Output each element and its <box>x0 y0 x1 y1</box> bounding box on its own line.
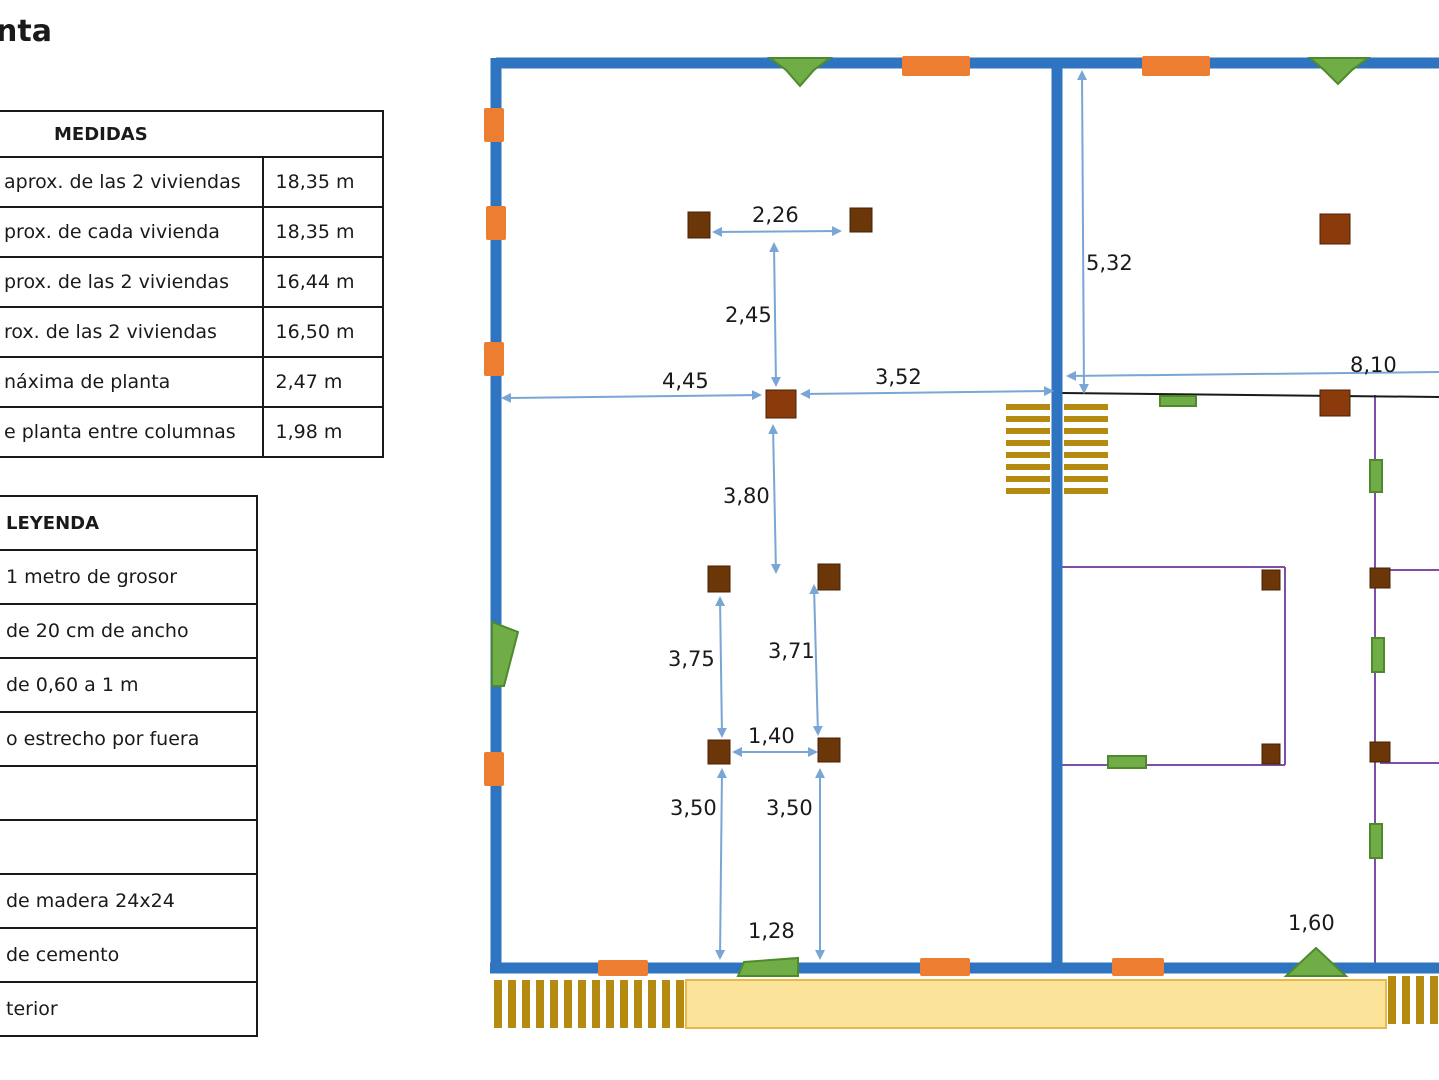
medida-value: 16,50 m <box>261 306 385 358</box>
main-walls <box>490 57 1439 974</box>
leyenda-item: de 0,60 a 1 m <box>0 657 258 713</box>
internal-stairs <box>1006 404 1108 494</box>
medida-label: náxima de planta <box>0 356 264 408</box>
leyenda-item <box>0 819 258 875</box>
medida-value: 1,98 m <box>261 406 385 458</box>
medida-value: 2,47 m <box>261 356 385 408</box>
medida-label: rox. de las 2 viviendas <box>0 306 264 358</box>
medida-value: 16,44 m <box>261 256 385 308</box>
dimension-label: 3,50 <box>670 796 717 820</box>
leyenda-header: LEYENDA <box>0 495 258 551</box>
medida-label: aprox. de las 2 viviendas <box>0 156 264 208</box>
dimension-label: 3,50 <box>766 796 813 820</box>
doors <box>491 57 1385 977</box>
medida-value: 18,35 m <box>261 156 385 208</box>
leyenda-item <box>0 765 258 821</box>
dimension-label: 5,32 <box>1086 251 1133 275</box>
medida-value: 18,35 m <box>261 206 385 258</box>
medidas-header: MEDIDAS <box>0 110 384 158</box>
leyenda-item: terior <box>0 981 258 1037</box>
dimension-label: 1,28 <box>748 919 795 943</box>
windows <box>484 56 1210 976</box>
dimension-label: 1,40 <box>748 724 795 748</box>
external-stairs-right <box>1388 976 1438 1024</box>
medida-label: prox. de las 2 viviendas <box>0 256 264 308</box>
dimension-arrows <box>501 70 1439 960</box>
leyenda-table: LEYENDA 1 metro de grosor de 20 cm de an… <box>0 495 258 1037</box>
leyenda-item: o estrecho por fuera <box>0 711 258 767</box>
dimension-label: 4,45 <box>662 369 709 393</box>
dimension-label: 2,45 <box>725 303 772 327</box>
medida-label: e planta entre columnas <box>0 406 264 458</box>
dimension-label: 3,71 <box>768 639 815 663</box>
medida-label: prox. de cada vivienda <box>0 206 264 258</box>
interior-partitions <box>1062 395 1439 965</box>
leyenda-item: de cemento <box>0 927 258 983</box>
page-title: nta <box>0 14 52 49</box>
porch <box>685 979 1387 1029</box>
dimension-label: 3,75 <box>668 647 715 671</box>
leyenda-item: 1 metro de grosor <box>0 549 258 605</box>
dimension-label: 1,60 <box>1288 911 1335 935</box>
interior-wall-line <box>1061 392 1439 398</box>
external-stairs-left <box>494 980 684 1028</box>
columns <box>687 207 1391 765</box>
dimension-label: 3,52 <box>875 365 922 389</box>
dimension-label: 2,26 <box>752 203 799 227</box>
leyenda-item: de madera 24x24 <box>0 873 258 929</box>
dimension-label: 3,80 <box>723 484 770 508</box>
dimension-label: 8,10 <box>1350 353 1397 377</box>
leyenda-item: de 20 cm de ancho <box>0 603 258 659</box>
